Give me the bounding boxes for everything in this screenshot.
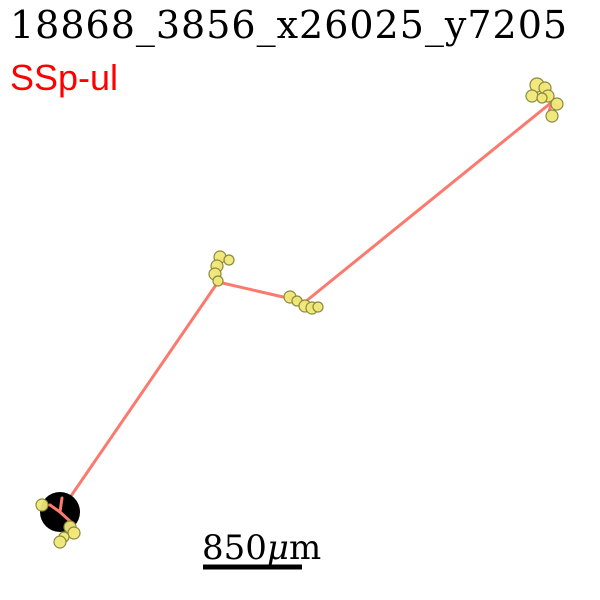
terminal-cluster-branch-point bbox=[208, 250, 235, 287]
scale-bar-unit-symbol: μ bbox=[266, 528, 290, 568]
brain-region-label: SSp-ul bbox=[10, 57, 119, 98]
scale-bar-unit-suffix: m bbox=[289, 528, 322, 568]
terminal-cluster-middle bbox=[283, 290, 324, 315]
axon-trunk bbox=[58, 100, 554, 514]
terminal-cluster-soma bbox=[35, 498, 81, 549]
terminal-cluster-upper-right bbox=[525, 77, 564, 123]
neuron-id-title: 18868_3856_x26025_y7205 bbox=[10, 3, 569, 47]
scale-bar-label: 850μm bbox=[202, 528, 322, 568]
scale-bar-value: 850 bbox=[202, 528, 267, 568]
